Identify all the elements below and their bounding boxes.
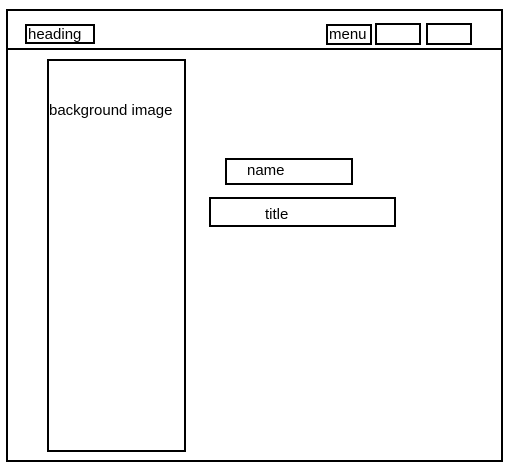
background-image-label: background image <box>49 102 173 119</box>
menu-label: menu <box>329 26 367 43</box>
menu-item-placeholder[interactable] <box>426 23 472 45</box>
heading-label: heading <box>28 25 82 43</box>
heading: heading <box>25 24 95 44</box>
title-field: title <box>209 197 396 227</box>
name-field: name <box>225 158 353 185</box>
menu-button[interactable]: menu <box>326 24 372 45</box>
name-label: name <box>247 162 285 179</box>
header-divider <box>6 48 503 50</box>
menu-item-placeholder[interactable] <box>375 23 421 45</box>
background-image-placeholder: background image <box>47 59 186 452</box>
page-frame <box>6 9 503 462</box>
title-label: title <box>265 206 289 223</box>
